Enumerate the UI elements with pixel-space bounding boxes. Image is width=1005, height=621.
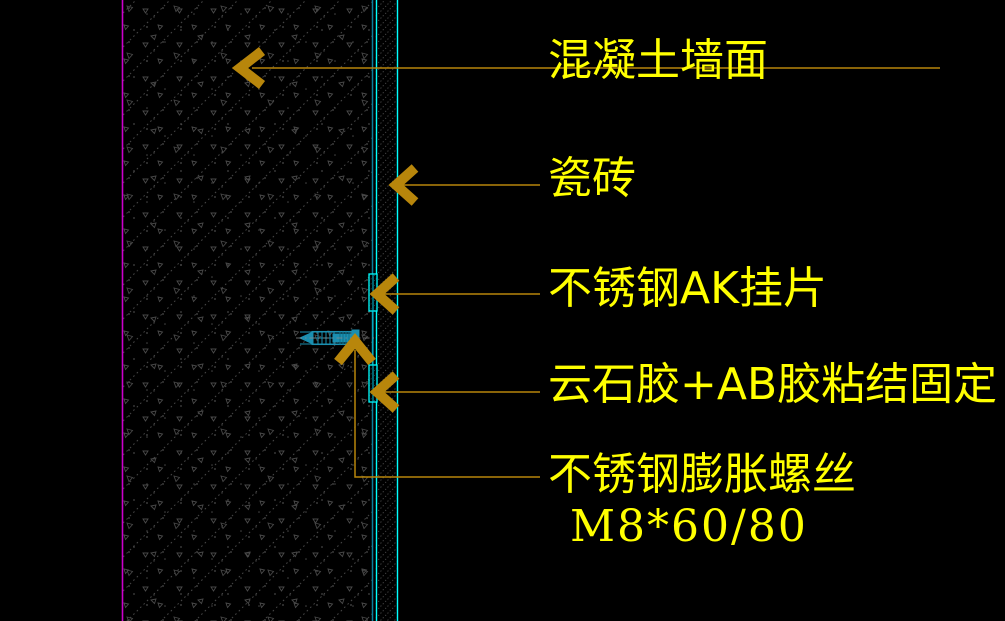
label-expansion-screw-text: 不锈钢膨胀螺丝 — [548, 449, 856, 500]
arrow-ceramic-tile — [388, 164, 419, 206]
arrow-heads — [231, 47, 419, 413]
arrow-glue — [369, 371, 400, 413]
leader-expansion-screw — [354, 350, 540, 478]
concrete-wall-layer — [122, 0, 372, 621]
arrow-concrete-wall — [231, 47, 266, 89]
label-stainless-ak-clip: 不锈钢AK挂片 — [548, 263, 827, 314]
arrow-ak-clip — [369, 273, 400, 315]
label-concrete-wall: 混凝土墙面 — [548, 35, 768, 86]
arrow-expansion-screw — [334, 333, 376, 366]
label-stainless-ak-clip-text: 不锈钢AK挂片 — [548, 263, 827, 314]
leader-lines — [252, 67, 940, 478]
label-ceramic-tile: 瓷砖 — [548, 153, 636, 204]
label-marble-ab-glue-text: 云石胶+AB胶粘结固定 — [548, 359, 998, 410]
label-expansion-screw: 不锈钢膨胀螺丝 M8*60/80 — [548, 449, 856, 550]
label-ceramic-tile-text: 瓷砖 — [548, 153, 636, 204]
label-expansion-screw-spec: M8*60/80 — [570, 501, 808, 553]
label-marble-ab-glue: 云石胶+AB胶粘结固定 — [548, 359, 998, 410]
label-concrete-wall-text: 混凝土墙面 — [548, 35, 768, 86]
